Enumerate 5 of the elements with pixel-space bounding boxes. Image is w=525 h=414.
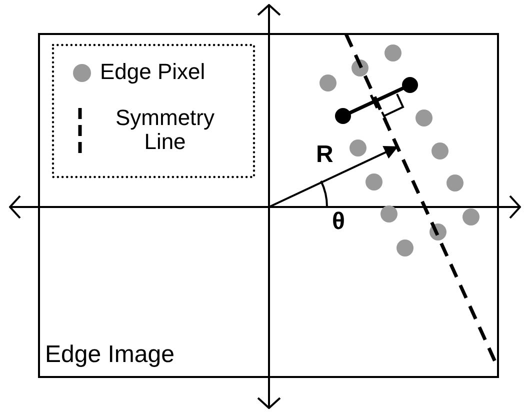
angle-label: θ [332, 209, 345, 236]
legend-label: Edge Pixel [100, 60, 206, 84]
image-title: Edge Image [45, 342, 174, 368]
vector-label: R [316, 142, 334, 168]
legend-label: Symmetry Line [114, 106, 216, 154]
